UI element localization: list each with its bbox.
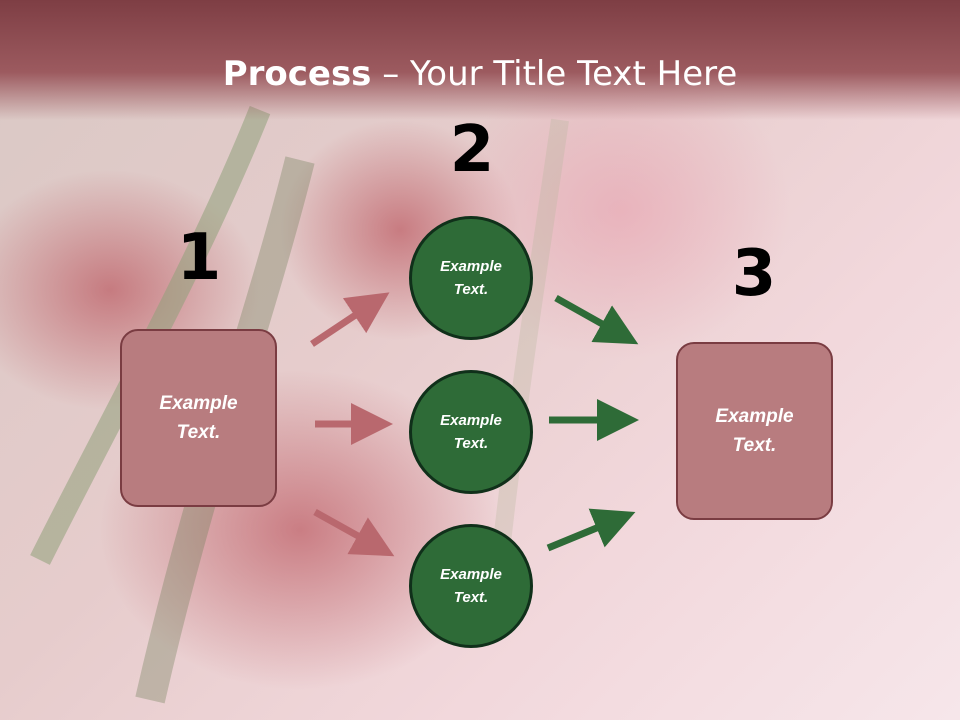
title-bold: Process [222, 54, 372, 94]
title-rest: – Your Title Text Here [371, 54, 738, 94]
circle-bottom[interactable]: Example Text. [409, 524, 533, 648]
left-text-box[interactable]: Example Text. [120, 329, 277, 507]
circle-top[interactable]: Example Text. [409, 216, 533, 340]
step-number-3: 3 [731, 237, 777, 311]
arrow-left-to-top [310, 292, 390, 347]
circle-top-text: Example Text. [440, 258, 502, 298]
step-number-2: 2 [449, 113, 495, 187]
slide-title: Process – Your Title Text Here [0, 52, 960, 96]
left-box-text: Example Text. [159, 393, 238, 443]
circle-middle[interactable]: Example Text. [409, 370, 533, 494]
right-text-box[interactable]: Example Text. [676, 342, 833, 520]
arrow-left-to-bottom [313, 508, 395, 557]
step-number-1: 1 [176, 221, 222, 295]
circle-middle-text: Example Text. [440, 412, 502, 452]
circle-bottom-text: Example Text. [440, 566, 502, 606]
arrow-bottom-to-right [546, 508, 636, 552]
right-box-text: Example Text. [715, 406, 794, 456]
arrow-top-to-right [554, 294, 639, 345]
title-bar [0, 0, 960, 120]
